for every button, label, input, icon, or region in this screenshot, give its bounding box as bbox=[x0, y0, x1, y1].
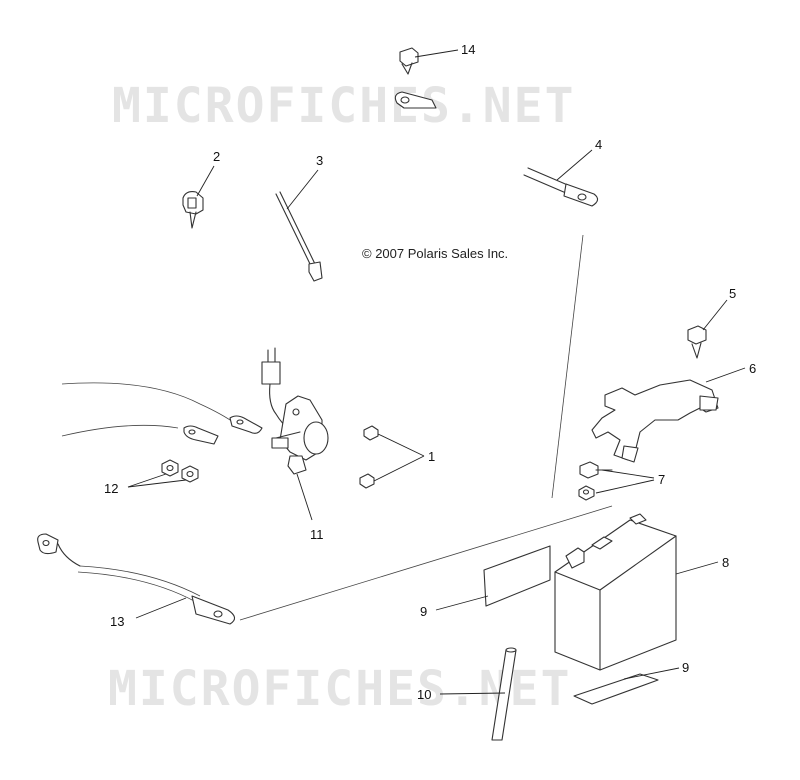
cable-lower bbox=[61, 424, 219, 445]
watermark-top: MICROFICHES.NET bbox=[112, 78, 575, 134]
part-8-battery bbox=[554, 513, 719, 671]
part-13-cable bbox=[37, 533, 236, 625]
callout-8: 8 bbox=[722, 555, 729, 570]
callout-12: 12 bbox=[104, 481, 118, 496]
part-9-decal-upper bbox=[435, 545, 551, 611]
part-9-decal-lower bbox=[573, 667, 680, 705]
part-10-tube bbox=[439, 647, 517, 741]
callout-4: 4 bbox=[595, 137, 602, 152]
part-7-bolt bbox=[579, 461, 613, 479]
callout-3: 3 bbox=[316, 153, 323, 168]
wire-line-cable-4 bbox=[551, 234, 584, 499]
part-12-nut-left bbox=[161, 459, 179, 477]
copyright-text: © 2007 Polaris Sales Inc. bbox=[362, 246, 508, 261]
wire-line-cable-13 bbox=[239, 505, 613, 621]
callout-14: 14 bbox=[461, 42, 475, 57]
part-6-bracket bbox=[591, 367, 746, 463]
callout-2: 2 bbox=[213, 149, 220, 164]
callout-13: 13 bbox=[110, 614, 124, 629]
callout-6: 6 bbox=[749, 361, 756, 376]
callout-10: 10 bbox=[417, 687, 431, 702]
part-11-solenoid bbox=[261, 347, 329, 521]
part-14-terminal bbox=[394, 91, 437, 109]
callout-5: 5 bbox=[729, 286, 736, 301]
callout-1: 1 bbox=[428, 449, 435, 464]
cable-upper bbox=[61, 382, 263, 434]
callout-11: 11 bbox=[310, 527, 324, 542]
callout-9-lower: 9 bbox=[682, 660, 689, 675]
part-3-cable-tie bbox=[275, 169, 323, 282]
part-1-screw-lower bbox=[359, 473, 375, 489]
part-4-cable bbox=[523, 149, 599, 207]
part-2-clip bbox=[182, 165, 215, 229]
part-1-screw-upper bbox=[363, 425, 379, 441]
part-12-nut-right bbox=[181, 465, 199, 483]
callout-9-upper: 9 bbox=[420, 604, 427, 619]
part-14-bolt bbox=[399, 47, 459, 75]
part-5-bolt bbox=[687, 299, 728, 359]
part-7-nut bbox=[578, 485, 595, 501]
callout-7: 7 bbox=[658, 472, 665, 487]
watermark-bottom: MICROFICHES.NET bbox=[108, 661, 571, 717]
